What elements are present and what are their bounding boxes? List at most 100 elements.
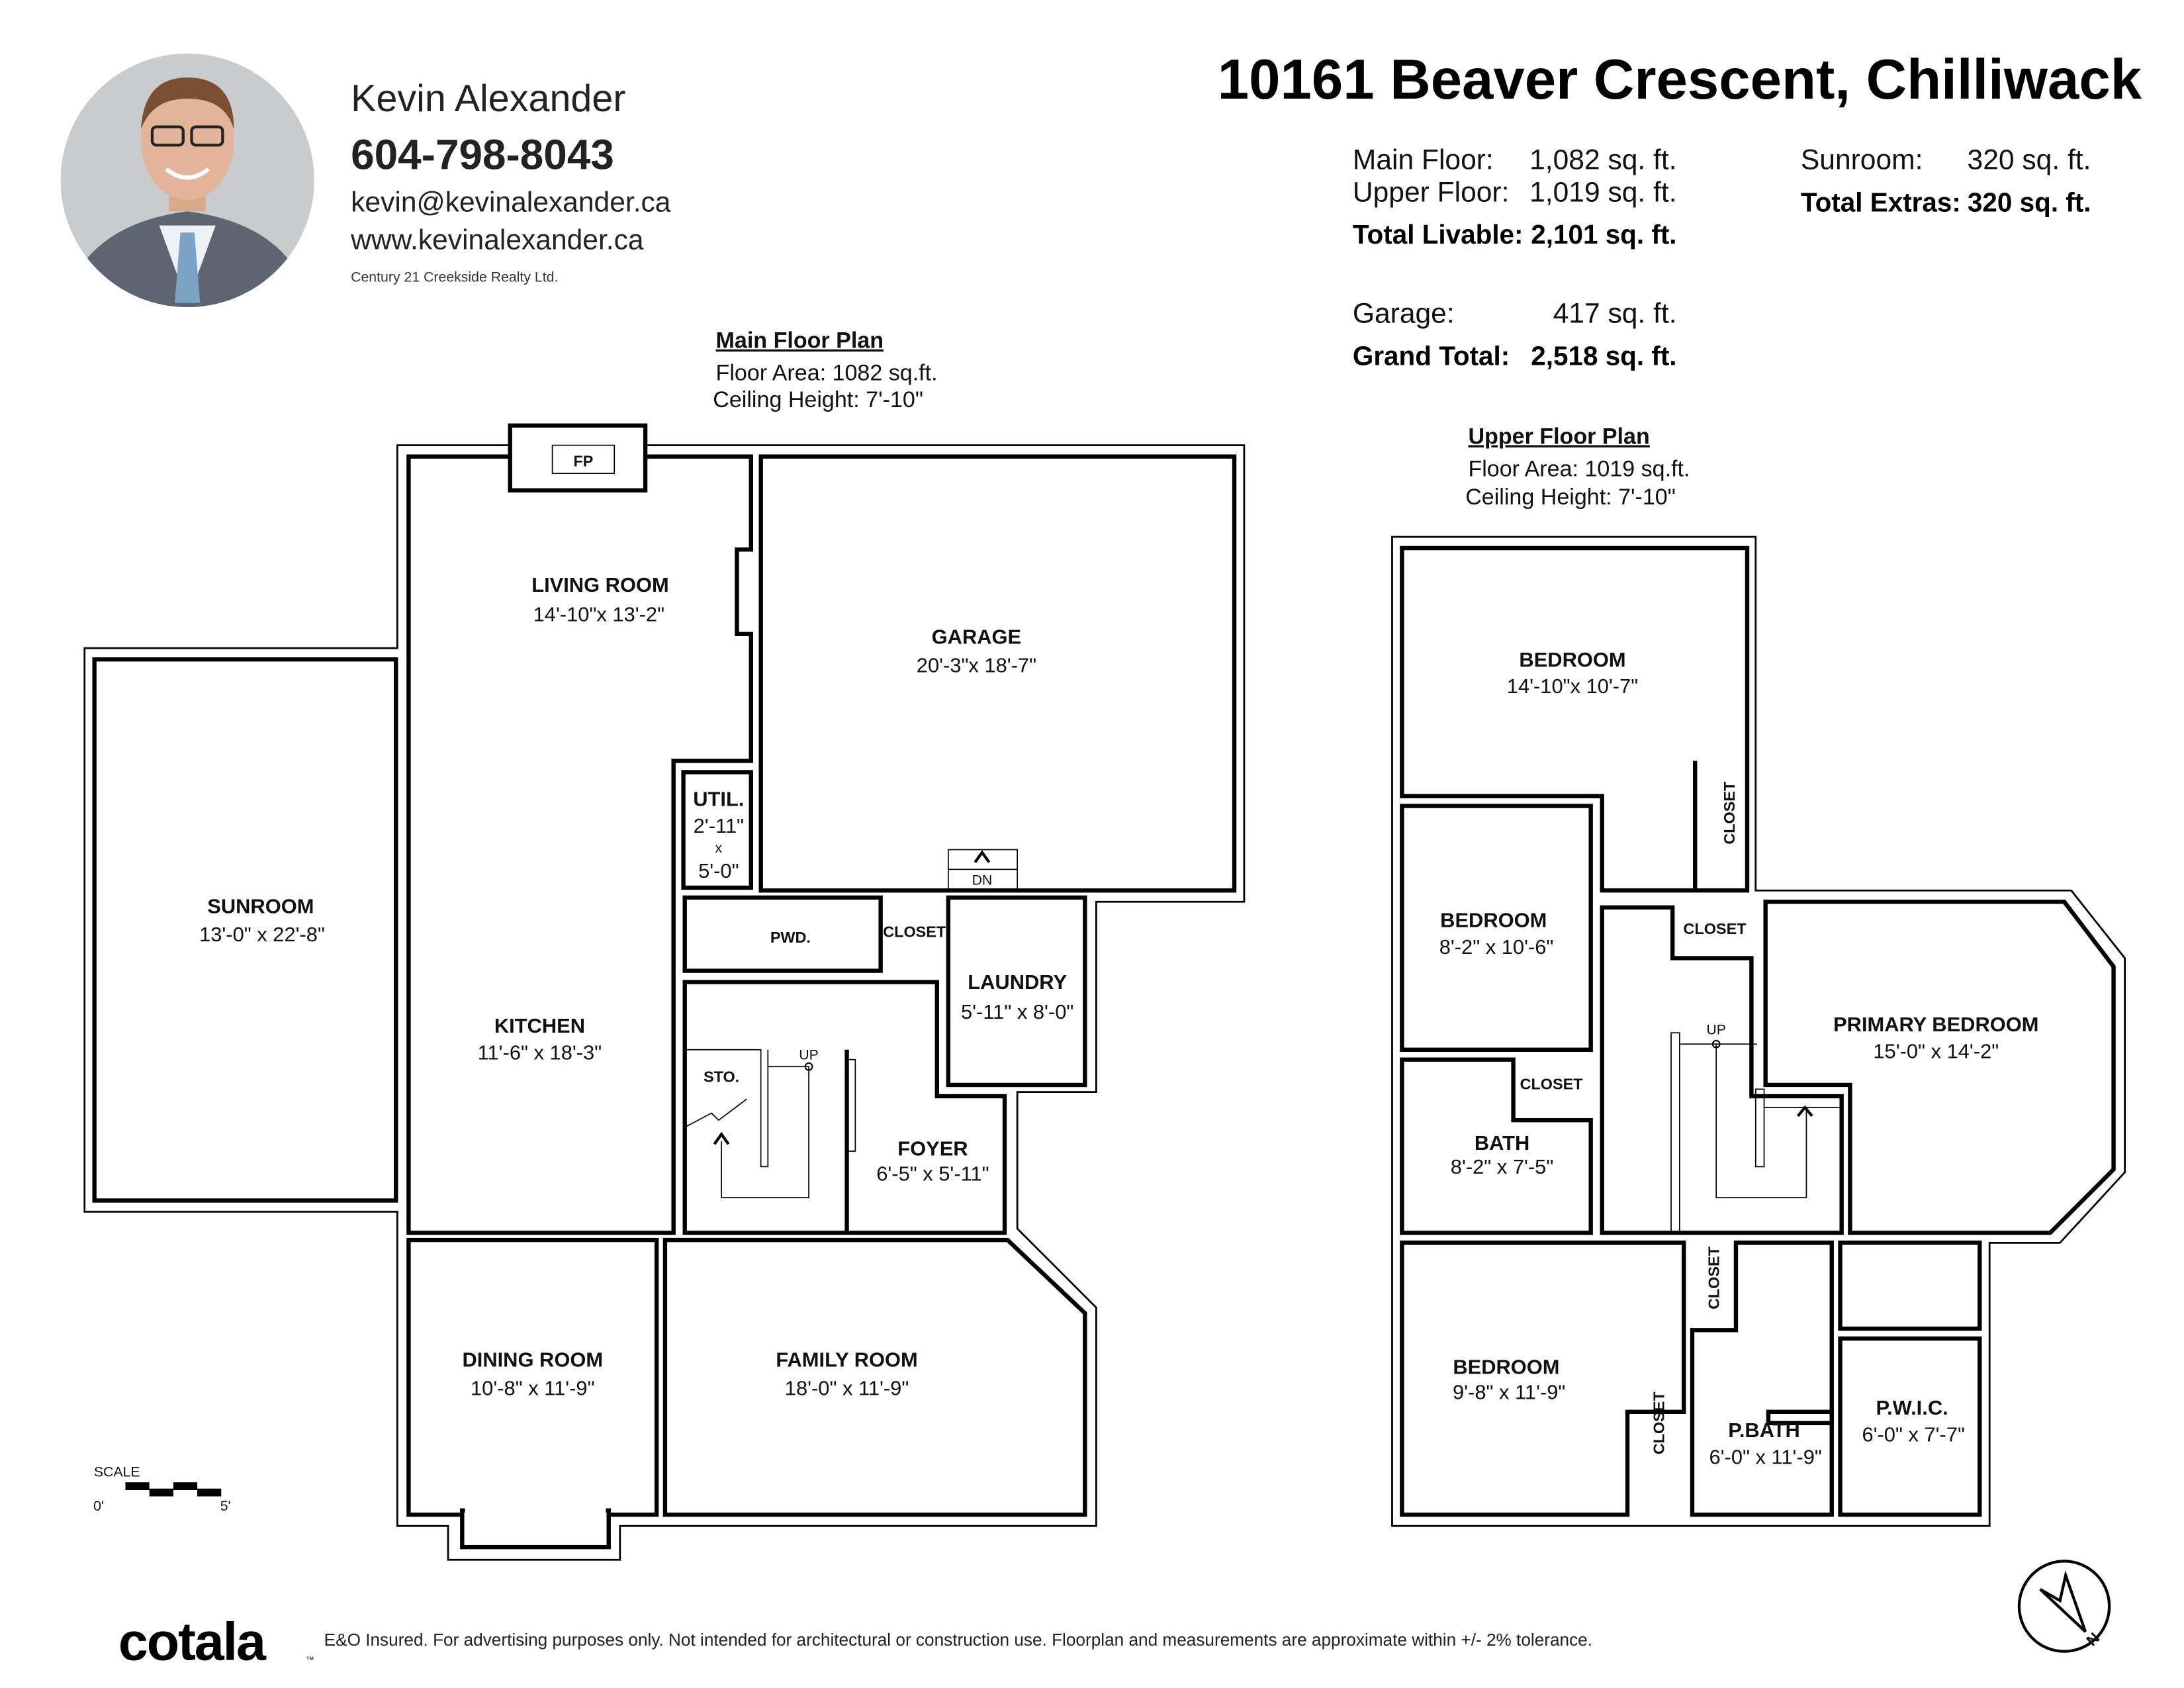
laundry-dims: 5'-11" x 8'-0" [961, 1000, 1073, 1023]
scale-bar: SCALE 0' 5' [93, 1464, 231, 1514]
sunroom-room [92, 657, 398, 1203]
stat-garage-value: 417 sq. ft. [1553, 297, 1677, 329]
stat-upper-floor-value: 1,019 sq. ft. [1529, 176, 1676, 208]
stat-total-extras-label: Total Extras: [1801, 187, 1961, 217]
agent-email[interactable]: kevin@kevinalexander.ca [351, 186, 671, 218]
hall-closet-name: CLOSET [1684, 920, 1747, 937]
stat-total-livable-label: Total Livable: [1353, 219, 1524, 250]
main-plan-title: Main Floor Plan [716, 328, 884, 353]
family-room-dims: 18'-0" x 11'-9" [785, 1376, 909, 1399]
dining-bay [460, 1508, 611, 1550]
stat-grand-total-value: 2,518 sq. ft. [1531, 340, 1676, 371]
pwic-dims: 6'-0" x 7'-7" [1862, 1423, 1965, 1446]
pwd-name: PWD. [770, 929, 811, 946]
bath-room [1400, 1057, 1593, 1235]
stat-main-floor-value: 1,082 sq. ft. [1529, 144, 1676, 175]
bath-name: BATH [1475, 1131, 1529, 1154]
upper-stair-up-label: UP [1706, 1021, 1726, 1037]
foyer-dims: 6'-5" x 5'-11" [876, 1162, 989, 1186]
laundry-name: LAUNDRY [968, 970, 1067, 994]
bedroom-2-room [1400, 804, 1593, 1052]
stat-total-livable-value: 2,101 sq. ft. [1531, 219, 1676, 250]
stat-main-floor-label: Main Floor: [1353, 144, 1494, 175]
powder-room [682, 895, 883, 973]
storage-name: STO. [704, 1068, 739, 1086]
area-summary: Main Floor: 1,082 sq. ft. Upper Floor: 1… [1353, 144, 2091, 371]
linen-closet [1838, 1241, 1982, 1331]
living-kitchen-room [406, 454, 753, 1235]
primary-bedroom-dims: 15'-0" x 14'-2" [1873, 1040, 1999, 1063]
stat-sunroom-label: Sunroom: [1801, 144, 1923, 175]
util-dims-x: x [715, 840, 722, 856]
main-floor-plan: FP DN UP LIVING ROOM 14'-10"x 13'-2" GAR… [83, 423, 1246, 1561]
dining-room [406, 1237, 659, 1517]
scale-start: 0' [93, 1498, 104, 1514]
garage-dims: 20'-3"x 18'-7" [917, 653, 1036, 677]
agent-phone: 604-798-8043 [351, 130, 614, 178]
family-room [662, 1237, 1087, 1517]
bedroom-2-name: BEDROOM [1440, 909, 1547, 932]
garage-room [758, 454, 1237, 893]
stair-up-arrow-icon [713, 1131, 730, 1145]
pbath-name: P.BATH [1728, 1419, 1800, 1442]
kitchen-dims: 11'-6" x 18'-3" [478, 1041, 602, 1064]
main-plan-ceiling-height: Ceiling Height: 7'-10" [713, 387, 923, 412]
fireplace-label: FP [573, 453, 593, 470]
pwic-room [1838, 1336, 1982, 1517]
stat-sunroom-value: 320 sq. ft. [1968, 144, 2091, 175]
agent-website[interactable]: www.kevinalexander.ca [350, 224, 644, 256]
dining-room-name: DINING ROOM [462, 1348, 603, 1372]
bedroom-2-dims: 8'-2" x 10'-6" [1439, 935, 1554, 959]
pbath-room [1690, 1241, 1834, 1517]
disclaimer: E&O Insured. For advertising purposes on… [324, 1630, 1592, 1650]
stat-upper-floor-label: Upper Floor: [1353, 176, 1510, 208]
bedroom-1-name: BEDROOM [1519, 648, 1625, 671]
primary-bedroom-room [1763, 900, 2116, 1235]
util-dims-width: 2'-11" [694, 814, 744, 837]
upper-hall-stairs [1600, 905, 1844, 1235]
living-room-dims: 14'-10"x 13'-2" [533, 603, 664, 626]
bedroom-3-room [1400, 1241, 1686, 1517]
sunroom-name: SUNROOM [207, 894, 314, 917]
cotala-trademark: ™ [306, 1655, 314, 1665]
kitchen-name: KITCHEN [494, 1014, 585, 1037]
pwic-name: P.W.I.C. [1876, 1396, 1948, 1419]
stat-garage-label: Garage: [1353, 297, 1455, 329]
scale-label: SCALE [94, 1464, 140, 1480]
stair-down-arrow-icon [974, 850, 991, 863]
stair-down-label: DN [972, 872, 993, 888]
bedroom-3-closet-name: CLOSET [1650, 1391, 1667, 1455]
main-stair-up-label: UP [799, 1047, 819, 1063]
foyer-name: FOYER [897, 1137, 968, 1160]
agent-name: Kevin Alexander [351, 77, 625, 120]
util-room [681, 770, 753, 890]
sunroom-dims: 13'-0" x 22'-8" [199, 923, 325, 946]
property-address: 10161 Beaver Crescent, Chilliwack [1218, 48, 2142, 111]
util-name: UTIL. [693, 788, 744, 811]
bedroom-3-name: BEDROOM [1453, 1355, 1559, 1378]
upper-plan-floor-area: Floor Area: 1019 sq.ft. [1468, 456, 1690, 481]
bath-dims: 8'-2" x 7'-5" [1451, 1155, 1554, 1178]
north-compass-icon: N [2017, 1560, 2111, 1653]
stat-grand-total-label: Grand Total: [1353, 340, 1510, 371]
bedroom-1-closet-name: CLOSET [1721, 781, 1738, 845]
upper-stair-up-arrow-icon [1797, 1105, 1813, 1117]
fireplace [508, 423, 648, 492]
garage-name: GARAGE [932, 626, 1021, 649]
primary-bedroom-name: PRIMARY BEDROOM [1833, 1013, 2038, 1036]
agent-brokerage: Century 21 Creekside Realty Ltd. [351, 269, 558, 285]
upper-floor-plan: UP BEDROOM 14'-10"x 10'-7" CLOSET BEDROO… [1391, 536, 2126, 1527]
upper-plan-title: Upper Floor Plan [1468, 424, 1649, 449]
bedroom-1-dims: 14'-10"x 10'-7" [1507, 675, 1638, 698]
stat-total-extras-value: 320 sq. ft. [1968, 187, 2091, 217]
util-dims-length: 5'-0" [698, 859, 739, 882]
bedroom-1-room [1400, 545, 1750, 893]
main-plan-floor-area: Floor Area: 1082 sq.ft. [716, 361, 938, 386]
pbath-closet-name: CLOSET [1705, 1246, 1722, 1309]
laundry-room [946, 895, 1087, 1088]
pbath-dims: 6'-0" x 11'-9" [1709, 1446, 1821, 1469]
scale-end: 5' [220, 1498, 231, 1514]
upper-plan-ceiling-height: Ceiling Height: 7'-10" [1465, 485, 1676, 510]
dining-room-dims: 10'-8" x 11'-9" [471, 1376, 595, 1399]
